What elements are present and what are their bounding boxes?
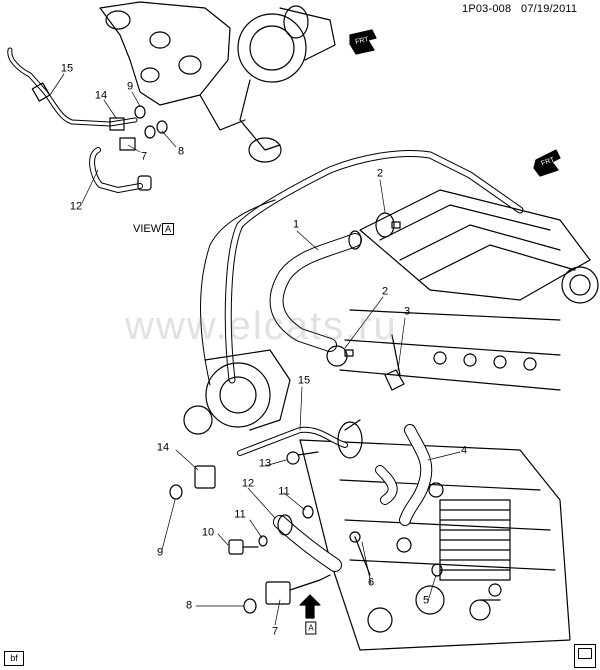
footer-tag: bf bbox=[4, 651, 24, 666]
callout-11-lower: 11 bbox=[234, 508, 246, 521]
corner-manual-icon bbox=[574, 644, 596, 668]
watermark: www.elcats.ru bbox=[125, 304, 398, 348]
callout-14-top: 14 bbox=[94, 89, 108, 102]
callout-3: 3 bbox=[403, 305, 411, 318]
callout-2-top: 2 bbox=[376, 167, 384, 180]
view-label-box: A bbox=[162, 223, 175, 235]
callout-12-top: 12 bbox=[69, 200, 83, 213]
diagram-code: 1P03-008 bbox=[462, 3, 512, 15]
view-a-arrow-icon bbox=[299, 594, 321, 619]
callout-5: 5 bbox=[422, 594, 430, 607]
callout-14-main: 14 bbox=[156, 441, 170, 454]
engine-block-outline bbox=[183, 150, 599, 651]
lower-fittings bbox=[169, 451, 501, 614]
callout-9-main: 9 bbox=[156, 546, 164, 559]
callout-10: 10 bbox=[201, 526, 215, 539]
coolant-pipe-15 bbox=[237, 419, 363, 459]
callout-7-main: 7 bbox=[271, 625, 279, 638]
callout-7-top: 7 bbox=[140, 150, 148, 163]
view-label-text: VIEW bbox=[133, 223, 162, 235]
callout-12-main: 12 bbox=[241, 477, 255, 490]
callout-1: 1 bbox=[292, 218, 300, 231]
diagram-date: 07/19/2011 bbox=[521, 3, 578, 15]
callout-8-main: 8 bbox=[185, 599, 193, 612]
callout-11-upper: 11 bbox=[278, 485, 290, 498]
callout-13: 13 bbox=[258, 457, 272, 470]
hose-clamps bbox=[326, 212, 401, 367]
view-a-arrow-label: A bbox=[305, 621, 317, 635]
leader-lines bbox=[161, 179, 461, 626]
callout-8-top: 8 bbox=[177, 145, 185, 158]
inset-turbo-assembly bbox=[7, 1, 336, 204]
callout-15-main: 15 bbox=[297, 374, 311, 387]
callout-2-mid: 2 bbox=[381, 285, 389, 298]
callout-4: 4 bbox=[460, 444, 468, 457]
callout-6: 6 bbox=[367, 576, 375, 589]
front-arrow-mid-icon bbox=[533, 149, 561, 177]
front-arrow-top-icon bbox=[349, 29, 377, 55]
coolant-hose-1 bbox=[269, 230, 362, 352]
coolant-hose-4 bbox=[375, 424, 444, 553]
callout-9-top: 9 bbox=[126, 80, 134, 93]
bracket-3 bbox=[384, 334, 405, 391]
callout-15-top: 15 bbox=[60, 62, 74, 75]
